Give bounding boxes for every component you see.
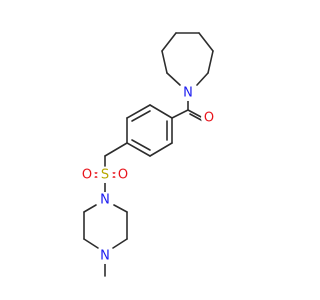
molecule-structure: N O S O O N N <box>79 32 217 277</box>
structure-canvas: N O S O O N N <box>79 32 217 277</box>
atom-label-s-sulfonyl: S <box>101 168 109 183</box>
atom-label-o-sulfonyl-right: O <box>118 168 128 183</box>
atom-n-piperazine-top: N <box>97 192 113 208</box>
atom-o-carbonyl: O <box>201 110 217 126</box>
piperazine-ring <box>83 204 128 277</box>
atom-o-sulfonyl-left: O <box>79 167 95 183</box>
atom-n-azepane: N <box>180 85 196 101</box>
atom-label-n-piperazine-bottom: N <box>100 249 110 264</box>
atom-n-piperazine-bottom: N <box>97 248 113 264</box>
atom-label-n-azepane: N <box>183 86 193 101</box>
benzene-ring <box>126 104 173 157</box>
atom-label-o-sulfonyl-left: O <box>82 168 92 183</box>
atom-label-n-piperazine-top: N <box>100 193 110 208</box>
carbonyl-group <box>171 100 204 122</box>
azepane-ring <box>161 32 214 86</box>
atom-o-sulfonyl-right: O <box>115 167 131 183</box>
atom-s-sulfonyl: S <box>97 167 113 183</box>
methylene-linker <box>104 142 128 167</box>
atom-label-o-carbonyl: O <box>204 111 214 126</box>
